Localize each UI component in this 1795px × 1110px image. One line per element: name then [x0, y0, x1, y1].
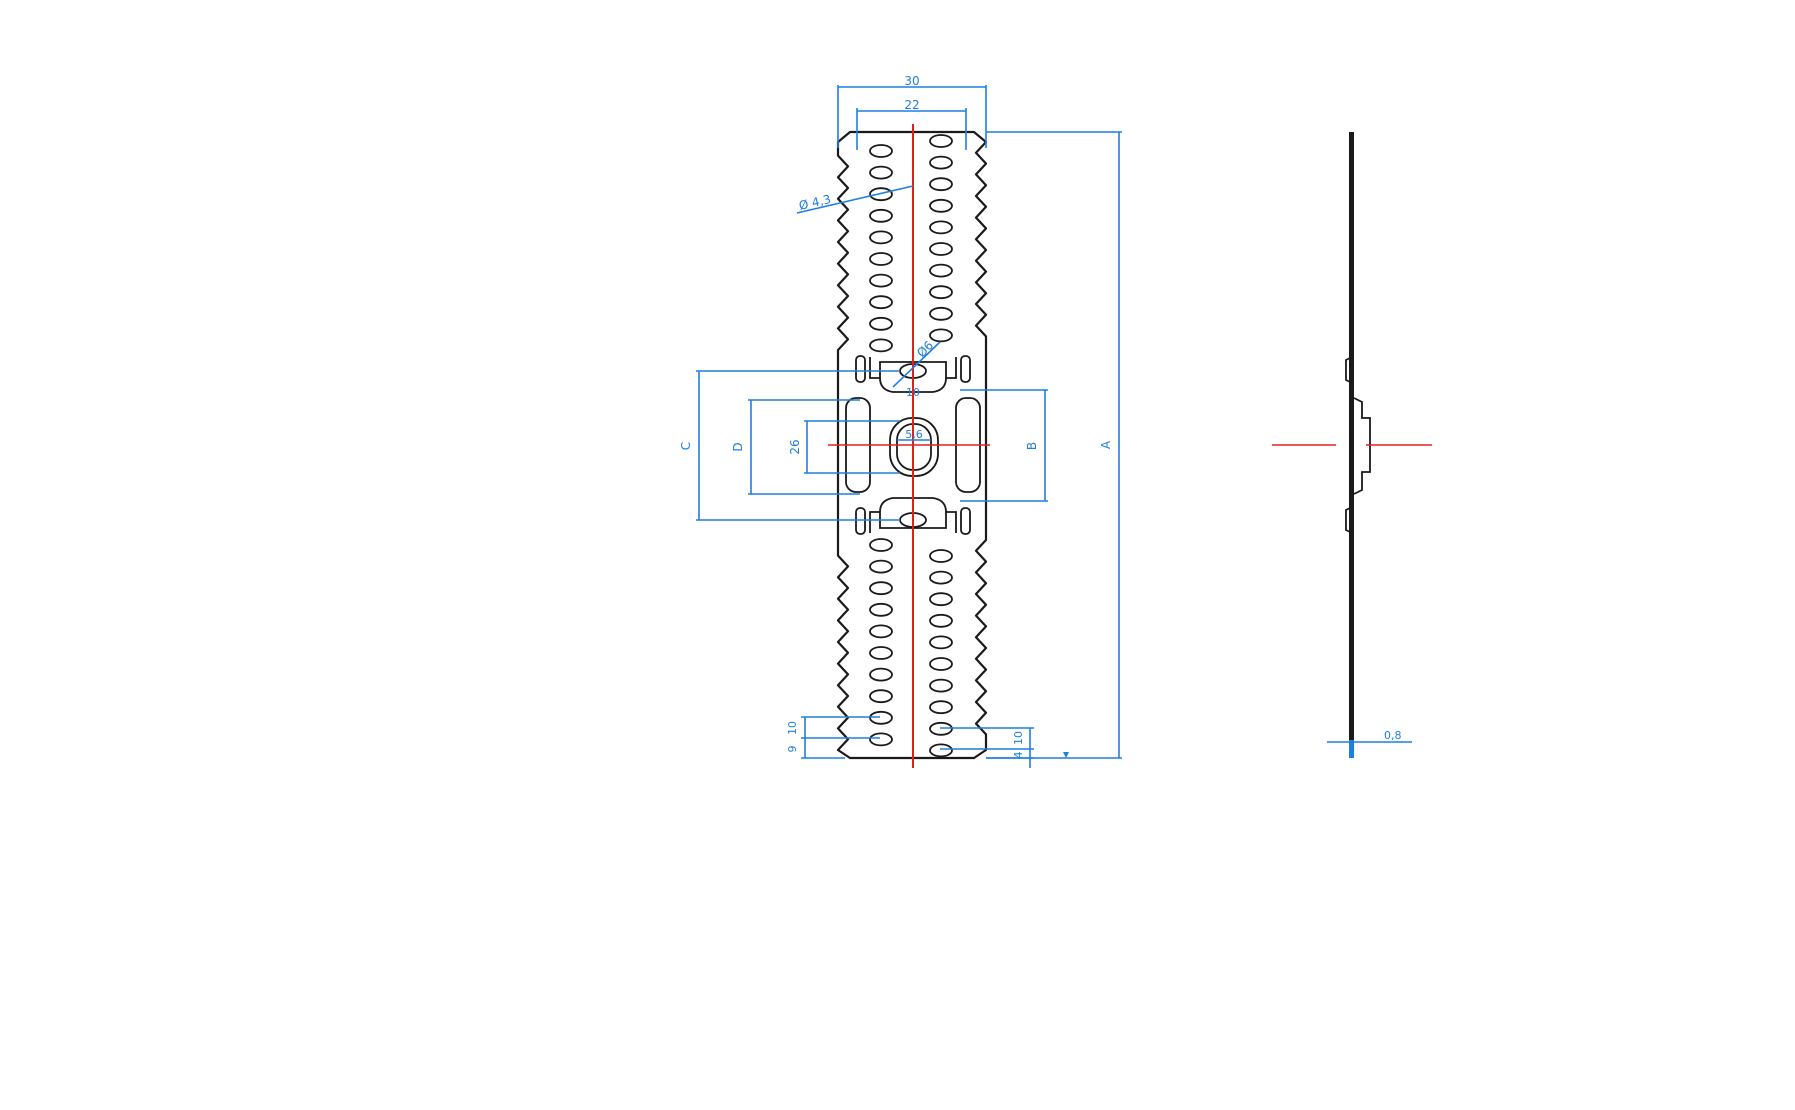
left-bottom-hole: [869, 538, 893, 552]
right-top-hole: [929, 306, 953, 321]
dim-c-label: C: [679, 442, 693, 450]
dim-d-label: D: [731, 442, 745, 451]
slot-top-right: [960, 355, 971, 383]
left-bottom-hole: [869, 689, 893, 704]
right-top-hole: [929, 263, 953, 278]
left-top-hole: [869, 165, 893, 180]
dim-hole-spacing-label: 22: [904, 98, 919, 112]
dim-b-label: B: [1025, 442, 1039, 450]
front-view: 30 22 Ø 4,3 Ø6 10 5,6 2: [679, 74, 1122, 768]
dim-end-offset-left-label: 9: [786, 746, 799, 753]
right-top-hole: [929, 155, 953, 170]
dim-thickness: 0,8: [1327, 729, 1412, 743]
holes-right-column: [929, 134, 953, 758]
right-bottom-hole: [929, 613, 953, 628]
right-top-hole: [929, 328, 953, 343]
right-top-hole: [929, 242, 953, 256]
side-view-boss: [1353, 397, 1371, 495]
left-bottom-hole: [869, 559, 893, 574]
dim-hole-diameter: Ø 4,3: [796, 185, 914, 214]
right-bottom-hole: [929, 635, 953, 650]
left-top-hole: [869, 144, 893, 158]
right-bottom-hole: [929, 570, 953, 585]
left-top-hole: [869, 273, 893, 288]
dim-c: C: [679, 370, 900, 521]
side-view-top-tab: [1345, 357, 1351, 383]
left-top-hole: [869, 230, 893, 245]
left-bottom-hole: [869, 581, 893, 596]
left-top-hole: [869, 187, 893, 202]
side-view-thickness-marker: [1349, 740, 1354, 758]
dim-slot-length-label: 26: [788, 439, 802, 454]
right-bottom-hole: [929, 678, 953, 693]
right-bottom-hole: [929, 657, 953, 671]
left-bottom-hole: [869, 732, 893, 747]
dim-slot-length: 26: [788, 420, 900, 474]
dim-end-offset-right-label: 4: [1012, 752, 1025, 759]
side-view-plate: [1349, 132, 1354, 742]
right-top-hole: [929, 220, 953, 235]
left-top-hole: [869, 208, 893, 223]
dim-pitch-right: 10 4: [940, 727, 1069, 768]
plate-outline: [836, 130, 988, 760]
dim-d: D: [731, 399, 860, 495]
left-bottom-hole: [869, 646, 893, 660]
dim-a: A: [986, 131, 1122, 759]
dim-overall-width-label: 30: [904, 74, 919, 88]
dim-slot-width: 5,6: [897, 428, 931, 441]
side-view-bottom-tab: [1345, 507, 1351, 533]
slot-top-left: [855, 355, 866, 383]
right-top-hole: [929, 198, 953, 213]
slot-bottom-left: [855, 507, 866, 535]
right-bottom-hole: [929, 743, 953, 758]
dim-center-hole-label: Ø6: [914, 338, 936, 360]
dim-tab-width-label: 10: [906, 386, 920, 399]
dim-thickness-label: 0,8: [1384, 729, 1402, 742]
left-bottom-hole: [869, 602, 893, 617]
right-bottom-hole: [929, 549, 953, 563]
dim-pitch-right-label: 10: [1012, 731, 1025, 745]
left-bottom-hole: [869, 667, 893, 682]
left-top-hole: [869, 338, 893, 353]
left-top-hole: [869, 252, 893, 266]
left-top-hole: [869, 295, 893, 310]
dim-pitch-left: 10 9: [786, 716, 880, 759]
dim-pitch-left-label: 10: [786, 721, 799, 735]
right-bottom-hole: [929, 592, 953, 607]
holes-left-column: [869, 144, 893, 747]
left-bottom-hole: [869, 624, 893, 639]
dim-a-label: A: [1099, 440, 1113, 449]
slot-bottom-right: [960, 507, 971, 535]
dim-overall-width: 30: [837, 74, 987, 148]
dim-hole-spacing: 22: [856, 98, 967, 150]
right-top-hole: [929, 134, 953, 148]
dim-hole-diameter-label: Ø 4,3: [798, 192, 833, 213]
left-top-hole: [869, 316, 893, 331]
right-top-hole: [929, 285, 953, 300]
right-bottom-hole: [929, 700, 953, 715]
dim-b: B: [960, 389, 1048, 502]
right-top-hole: [929, 177, 953, 192]
dim-slot-width-label: 5,6: [905, 428, 923, 441]
side-view: 0,8: [1272, 132, 1432, 758]
